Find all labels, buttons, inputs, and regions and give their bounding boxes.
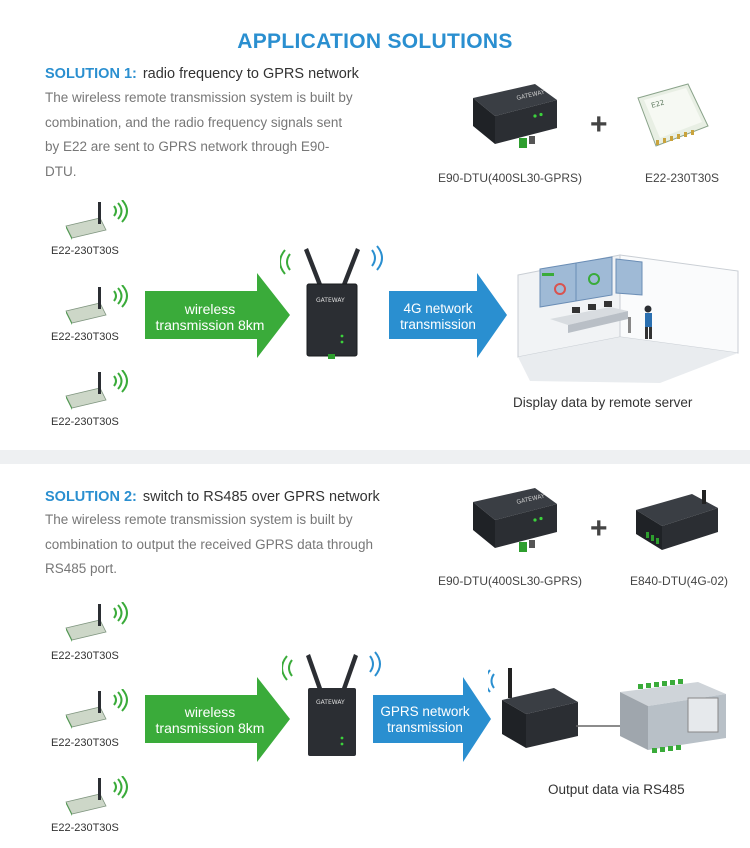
node-label: E22-230T30S — [51, 650, 119, 662]
network-arrow-line: 4G network — [403, 301, 473, 316]
page-title: APPLICATION SOLUTIONS — [237, 30, 513, 53]
node-module-icon — [65, 776, 128, 816]
node-label: E22-230T30S — [51, 822, 119, 834]
solution-2-title: switch to RS485 over GPRS network — [142, 489, 380, 505]
network-arrow-line: GPRS network — [380, 704, 470, 719]
wireless-arrow-line: transmission 8km — [155, 317, 265, 333]
e90-dtu-device-image: GATEWAY — [473, 488, 557, 552]
node-label: E22-230T30S — [51, 737, 119, 749]
solution-2-description: The wireless remote transmission system … — [45, 512, 373, 576]
product-b-caption-2: E840-DTU(4G-02) — [630, 574, 729, 588]
wireless-arrow-text-1: wireless transmission 8km — [145, 301, 275, 333]
node-label: E22-230T30S — [51, 245, 119, 257]
node-label: E22-230T30S — [51, 416, 119, 428]
solution-2-panel: SOLUTION 2: switch to RS485 over GPRS net… — [0, 464, 750, 848]
node-module-icon — [65, 370, 128, 410]
gateway-device-image: GATEWAY — [280, 245, 383, 359]
rs485-output-image — [488, 668, 726, 753]
network-arrow-2 — [373, 677, 491, 762]
e22-module-image: E22 — [637, 83, 709, 147]
wireless-arrow-line: transmission 8km — [155, 720, 265, 736]
svg-text:E22: E22 — [650, 99, 665, 110]
network-arrow-1 — [389, 273, 507, 358]
control-room-image — [517, 254, 739, 383]
solution-1-panel: APPLICATION SOLUTIONS SOLUTION 1: radio f… — [45, 30, 739, 428]
wireless-arrow-line: wireless — [184, 301, 236, 317]
section-divider — [0, 450, 750, 464]
wireless-arrow-2 — [145, 677, 290, 762]
product-a-caption-1: E90-DTU(400SL30-GPRS) — [438, 171, 583, 185]
network-arrow-line: transmission — [387, 720, 463, 735]
e840-dtu-device-image — [636, 490, 718, 550]
product-b-caption-1: E22-230T30S — [645, 171, 720, 185]
gateway-label: GATEWAY — [316, 297, 345, 304]
product-a-caption-2: E90-DTU(400SL30-GPRS) — [438, 574, 583, 588]
network-arrow-text-1: 4G network transmission — [389, 301, 487, 333]
node-module-icon — [65, 689, 128, 729]
node-module-icon — [65, 285, 128, 325]
solution-1-title: radio frequency to GPRS network — [142, 66, 359, 82]
solution-2-label: SOLUTION 2: — [45, 489, 137, 505]
result-caption-2: Output data via RS485 — [548, 782, 685, 797]
solution-2-heading: SOLUTION 2: switch to RS485 over GPRS net… — [45, 489, 380, 505]
solution-1-heading: SOLUTION 1: radio frequency to GPRS netwo… — [45, 66, 359, 82]
gateway-device-image: GATEWAY — [282, 651, 381, 756]
wireless-arrow-text-2: wireless transmission 8km — [145, 704, 275, 736]
node-module-icon — [65, 200, 128, 240]
network-arrow-line: transmission — [400, 317, 476, 332]
network-arrow-text-2: GPRS network transmission — [373, 704, 477, 736]
plus-sign-1: + — [590, 108, 608, 141]
e90-dtu-device-image: GATEWAY — [473, 84, 557, 148]
result-caption-1: Display data by remote server — [513, 395, 693, 410]
node-label: E22-230T30S — [51, 331, 119, 343]
solution-1-description: The wireless remote transmission system … — [45, 90, 353, 179]
wireless-arrow-1 — [145, 273, 290, 358]
gateway-label: GATEWAY — [316, 699, 345, 706]
node-module-icon — [65, 602, 128, 642]
wireless-arrow-line: wireless — [184, 704, 236, 720]
solution-1-label: SOLUTION 1: — [45, 66, 137, 82]
plus-sign-2: + — [590, 512, 608, 545]
